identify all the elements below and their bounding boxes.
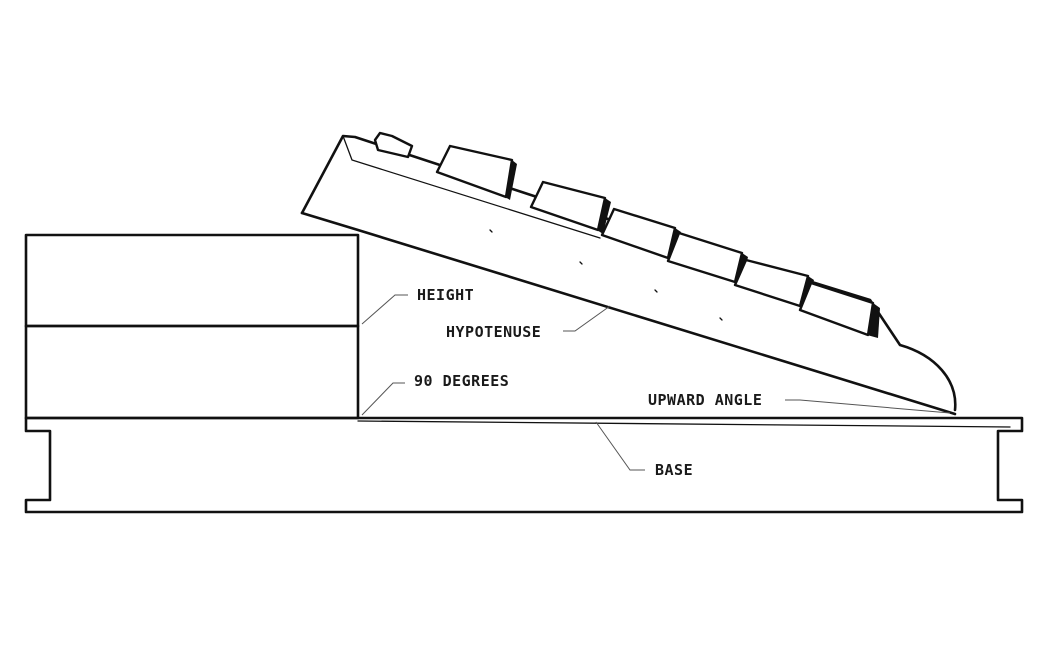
height-label: HEIGHT xyxy=(417,286,474,304)
keycap-1 xyxy=(435,144,517,200)
angle-triangle xyxy=(357,234,1011,428)
keycap-6 xyxy=(798,281,880,338)
base-label: BASE xyxy=(655,461,693,479)
base-leader xyxy=(595,421,645,471)
keycap-4 xyxy=(666,231,748,286)
base-line xyxy=(357,420,1011,428)
riser-block-top xyxy=(24,233,360,328)
upward-angle-leader xyxy=(785,399,951,414)
keyboard-body xyxy=(300,134,957,416)
height-leader xyxy=(361,294,408,325)
riser-block-bottom xyxy=(24,324,360,420)
hypotenuse-label: HYPOTENUSE xyxy=(446,323,541,341)
keycaps xyxy=(373,131,880,338)
riser-blocks xyxy=(24,233,360,420)
desk-base xyxy=(24,416,1024,514)
keycap-2 xyxy=(529,180,611,234)
right-angle-label: 90 DEGREES xyxy=(414,372,509,390)
leader-lines xyxy=(361,294,951,471)
hypotenuse-leader xyxy=(563,305,611,332)
upward-angle-label: UPWARD ANGLE xyxy=(648,391,762,409)
right-angle-leader xyxy=(361,382,405,416)
keycap-escape xyxy=(373,131,414,159)
keycap-3 xyxy=(600,207,681,262)
